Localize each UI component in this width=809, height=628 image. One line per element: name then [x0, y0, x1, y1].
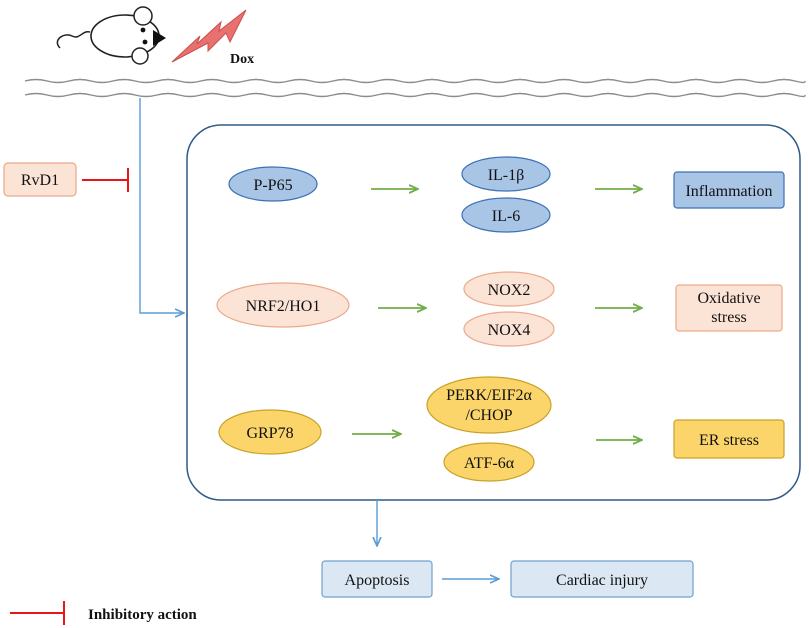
nox2-label: NOX2: [488, 282, 531, 299]
atf6-label: ATF-6α: [464, 455, 515, 472]
inhibition-symbol: [82, 168, 129, 192]
oxidative-stress-box: [675, 284, 783, 332]
rvd1-label: RvD1: [21, 172, 59, 189]
cardiac-injury-box: [510, 560, 694, 598]
il-6-label: IL-6: [492, 208, 520, 225]
er-stress-box: [673, 419, 785, 459]
cardiac-injury-label: Cardiac injury: [556, 572, 648, 589]
inflammation-box: [673, 171, 785, 209]
oxidative-label-line2: stress: [711, 309, 747, 326]
il-1b-node: [461, 156, 551, 192]
rvd1-node: RvD1: [3, 162, 77, 197]
row-oxidative: NRF2/HO1 NOX2 NOX4 Oxidative stress: [216, 271, 783, 347]
signaling-panel: [186, 124, 801, 501]
nrf2-ho1-node: [216, 282, 350, 328]
nox2-node: [463, 271, 555, 307]
legend: Inhibitory action: [10, 601, 197, 625]
row-er-stress: GRP78 PERK/EIF2α /CHOP ATF-6α ER stress: [218, 376, 785, 482]
oxidative-label-line1: Oxidative: [697, 290, 760, 307]
inflammation-label: Inflammation: [685, 183, 772, 200]
apoptosis-label: Apoptosis: [345, 572, 410, 589]
entry-connector: [139, 98, 184, 313]
mouse-icon: [56, 6, 166, 65]
lightning-icon: [171, 9, 247, 63]
perk-label-line2: /CHOP: [465, 407, 512, 424]
p-p65-label: P-P65: [253, 177, 292, 194]
grp78-label: GRP78: [246, 425, 293, 442]
perk-label-line1: PERK/EIF2α: [446, 387, 532, 404]
grp78-node: [218, 409, 322, 455]
legend-inhibitory-label: Inhibitory action: [88, 607, 197, 623]
nox4-node: [463, 311, 555, 347]
atf6-node: [443, 442, 535, 482]
p-p65-node: [228, 166, 318, 202]
perk-node: [426, 376, 552, 434]
row-inflammation: P-P65 IL-1β IL-6 Inflammation: [228, 156, 785, 233]
er-stress-label: ER stress: [699, 432, 759, 449]
drug-label: Dox: [230, 52, 254, 67]
cell-membrane: [24, 78, 806, 98]
nrf2-ho1-label: NRF2/HO1: [246, 298, 321, 315]
il-1b-label: IL-1β: [488, 167, 525, 184]
nox4-label: NOX4: [488, 322, 531, 339]
apoptosis-box: [321, 560, 433, 598]
il-6-node: [461, 197, 551, 233]
